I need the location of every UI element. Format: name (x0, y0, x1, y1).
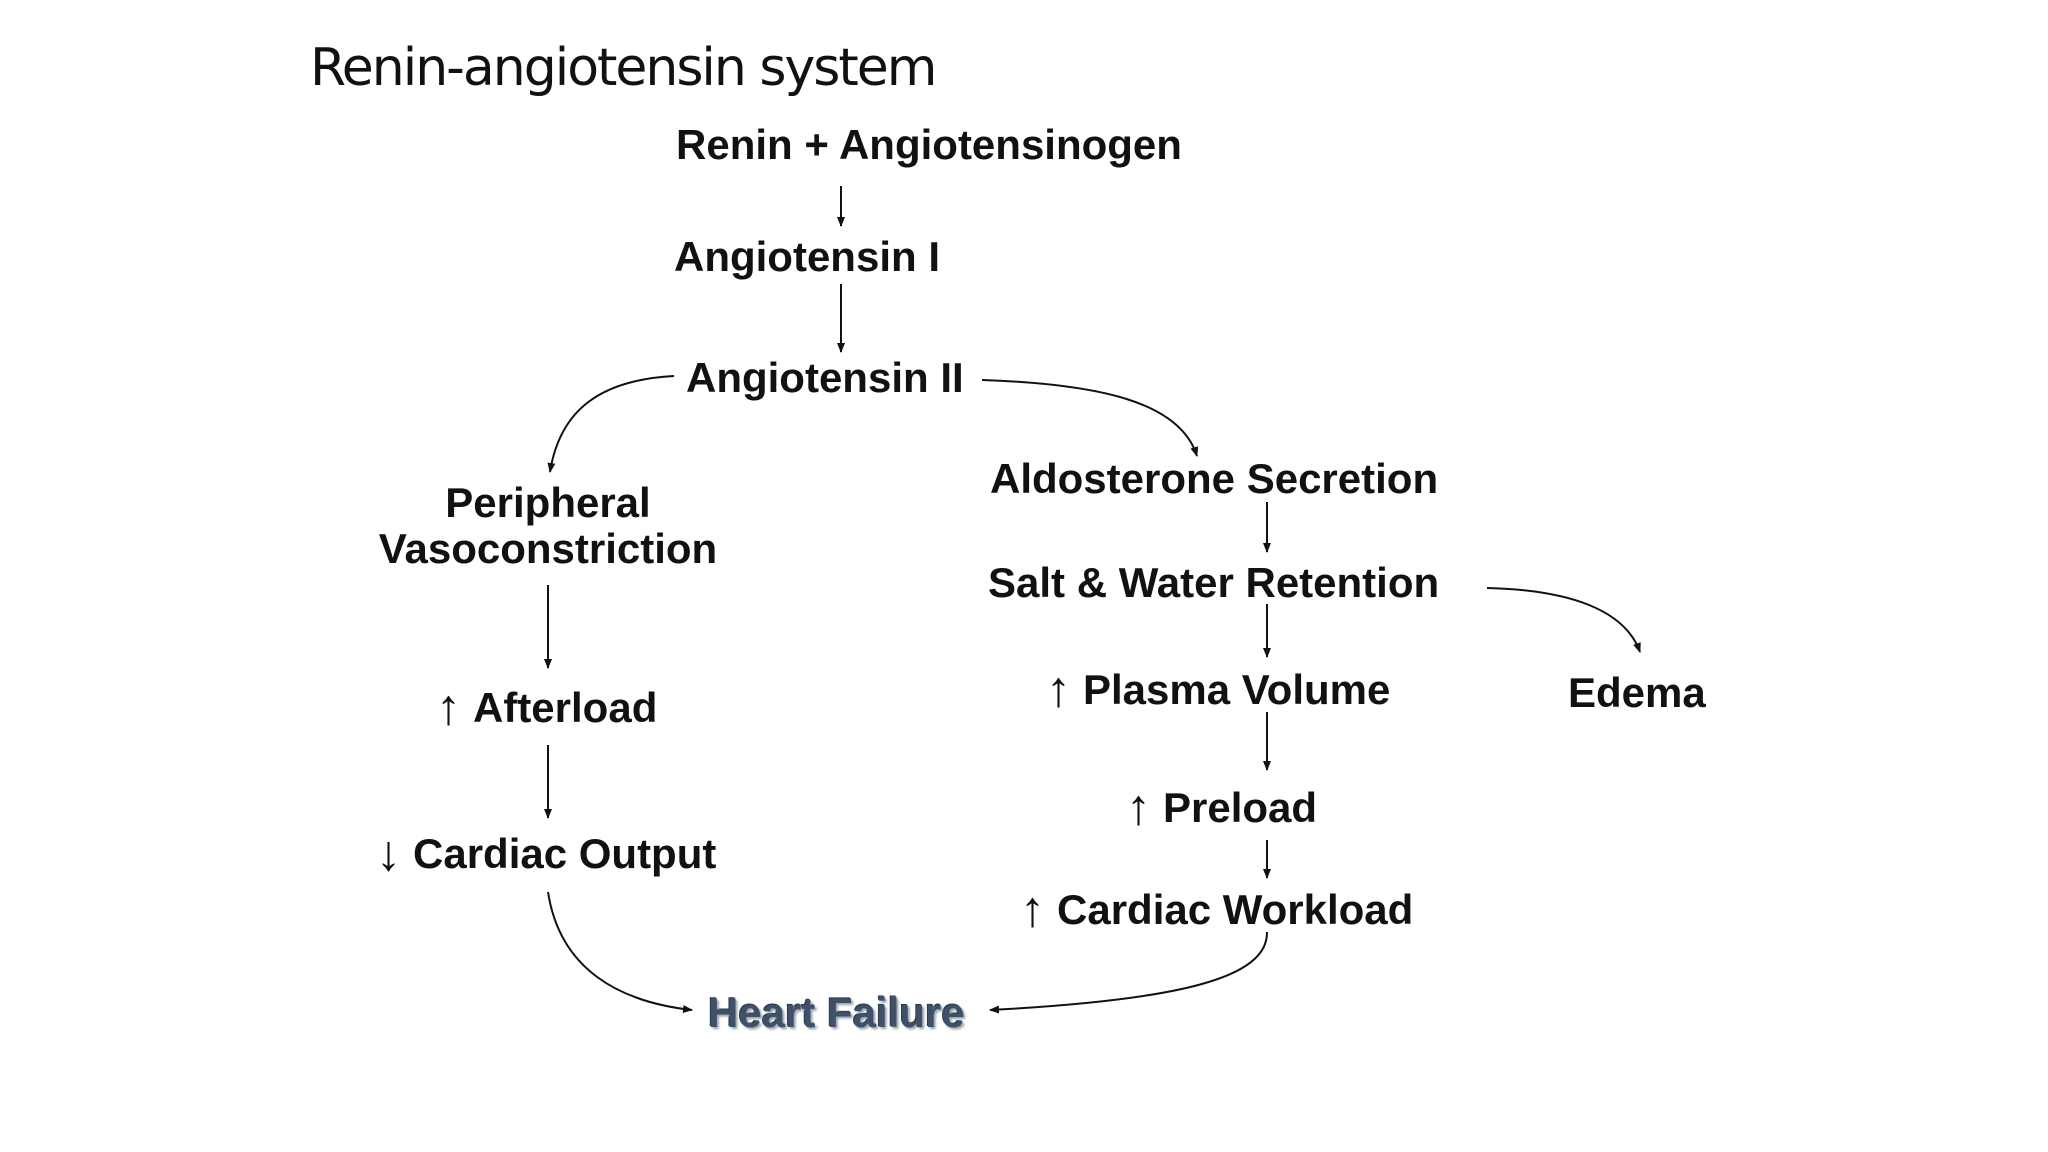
up-arrow-icon: ↑ (436, 679, 461, 735)
slide-title: Renin-angiotensin system (310, 38, 937, 98)
arrow-ang2-to-peripheral (547, 375, 675, 473)
down-arrow-icon: ↓ (376, 825, 401, 881)
node-angiotensin-2: Angiotensin II (686, 354, 964, 401)
node-cardiac-output: ↓ Cardiac Output (376, 826, 716, 881)
peripheral-line-1: Peripheral (445, 479, 651, 526)
node-plasma-volume: ↑ Plasma Volume (1046, 662, 1390, 717)
node-aldosterone-secretion: Aldosterone Secretion (990, 455, 1439, 502)
up-arrow-icon: ↑ (1126, 779, 1151, 835)
up-arrow-icon: ↑ (1046, 661, 1071, 717)
node-renin-angiotensinogen: Renin + Angiotensinogen (676, 121, 1182, 168)
preload-label: Preload (1163, 784, 1318, 831)
afterload-label: Afterload (473, 684, 658, 731)
node-afterload: ↑ Afterload (436, 680, 657, 735)
node-salt-water-retention: Salt & Water Retention (988, 559, 1440, 606)
node-heart-failure: Heart Failure (708, 989, 965, 1036)
cardiac-workload-label: Cardiac Workload (1057, 886, 1414, 933)
cardiac-output-label: Cardiac Output (413, 830, 717, 877)
arrow-ang2-to-aldosterone (981, 379, 1199, 457)
arrow-output-to-heart-failure (547, 891, 693, 1013)
peripheral-line-2: Vasoconstriction (378, 525, 718, 573)
node-cardiac-workload: ↑ Cardiac Workload (1020, 882, 1413, 937)
node-edema: Edema (1568, 669, 1706, 716)
arrow-salt-to-edema (1486, 587, 1641, 653)
up-arrow-icon: ↑ (1020, 881, 1045, 937)
arrow-workload-to-heart-failure (989, 931, 1269, 1014)
plasma-volume-label: Plasma Volume (1083, 666, 1391, 713)
node-angiotensin-1: Angiotensin I (674, 233, 940, 280)
node-peripheral-vasoconstriction: Peripheral Vasoconstriction (370, 479, 726, 573)
node-preload: ↑ Preload (1126, 780, 1317, 835)
